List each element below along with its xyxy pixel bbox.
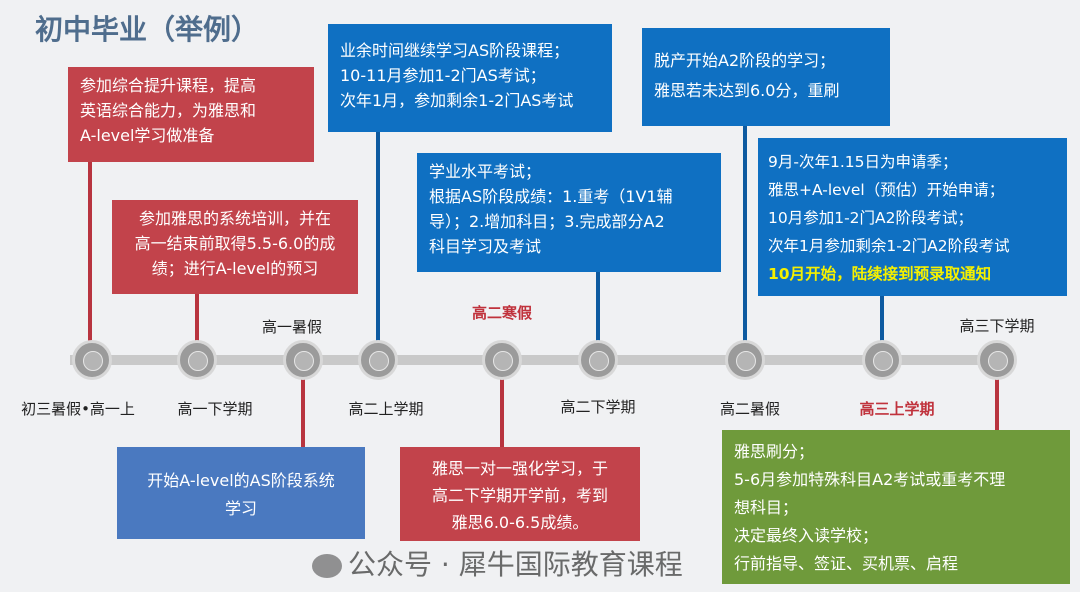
box-line: 行前指导、签证、买机票、启程 — [734, 554, 959, 573]
connector — [376, 132, 380, 360]
box-prep-course: 参加综合提升课程，提高英语综合能力，为雅思和 A-level学习做准备 — [68, 67, 314, 162]
box-line: 雅思刷分； — [734, 442, 815, 461]
connector — [195, 294, 199, 360]
box-line: 10月参加1-2门A2阶段考试； — [768, 209, 974, 227]
box-line: 想科目； — [734, 498, 799, 517]
box-line: 绩；进行A-level的预习 — [151, 259, 319, 278]
box-line: 雅思+A-level（预估）开始申请； — [768, 181, 1005, 199]
box-line: 决定最终入读学校； — [734, 526, 879, 545]
connector — [596, 272, 600, 360]
box-line: 学业水平考试； — [429, 162, 542, 181]
box-line: 参加综合提升课程，提高 — [80, 76, 257, 95]
node-label: 高二暑假 — [719, 400, 781, 418]
box-highlight-line: 10月开始，陆续接到预录取通知 — [768, 265, 992, 283]
box-line: 参加雅思的系统培训，并在 — [138, 209, 331, 228]
node-label: 高一暑假 — [261, 318, 323, 336]
node-label: 高三下学期 — [959, 317, 1035, 335]
timeline-node — [177, 340, 217, 380]
timeline-node — [725, 340, 765, 380]
box-line: 高一结束前取得5.5-6.0的成 — [134, 234, 336, 253]
box-line: A-level学习做准备 — [80, 126, 215, 145]
timeline-node — [862, 340, 902, 380]
connector — [88, 162, 92, 360]
wechat-icon — [312, 554, 342, 578]
node-label: 初三暑假•高一上 — [21, 400, 135, 418]
node-label: 高二下学期 — [560, 398, 636, 416]
box-line: 高二下学期开学前，考到 — [431, 486, 608, 505]
timeline-node — [358, 340, 398, 380]
timeline-node — [482, 340, 522, 380]
box-line: 雅思一对一强化学习，于 — [431, 459, 608, 478]
node-label: 高二寒假 — [471, 304, 533, 322]
node-label: 高二上学期 — [348, 400, 424, 418]
connector — [995, 360, 999, 430]
watermark: 公众号 · 犀牛国际教育课程 — [312, 548, 683, 582]
box-ielts-1v1: 雅思一对一强化学习，于高二下学期开学前，考到雅思6.0-6.5成绩。 — [400, 447, 640, 541]
box-final-stage: 雅思刷分； 5-6月参加特殊科目A2考试或重考不理想科目； 决定最终入读学校； 行前指… — [722, 430, 1070, 584]
box-ielts-training: 参加雅思的系统培训，并在高一结束前取得5.5-6.0的成绩；进行A-level的… — [112, 200, 358, 294]
box-line: 脱产开始A2阶段的学习； — [654, 51, 836, 70]
connector — [301, 360, 305, 447]
box-line: 英语综合能力，为雅思和 — [80, 101, 257, 120]
box-line: 科目学习及考试 — [429, 237, 542, 256]
connector — [880, 296, 884, 360]
timeline-node — [72, 340, 112, 380]
box-line: 雅思若未达到6.0分，重刷 — [654, 81, 840, 100]
box-line: 业余时间继续学习AS阶段课程； — [340, 41, 570, 60]
watermark-text: 公众号 · 犀牛国际教育课程 — [348, 548, 683, 581]
node-label: 高三上学期 — [859, 400, 935, 418]
box-line: 9月-次年1.15日为申请季； — [768, 153, 958, 171]
box-as-course: 业余时间继续学习AS阶段课程； 10-11月参加1-2门AS考试； 次年1月，参加剩… — [328, 24, 612, 132]
page-title: 初中毕业（举例） — [35, 13, 260, 46]
box-line: 10-11月参加1-2门AS考试； — [340, 66, 546, 85]
box-as-system: 开始A-level的AS阶段系统学习 — [117, 447, 365, 539]
box-line: 学习 — [224, 499, 257, 518]
box-academic-exam: 学业水平考试； 根据AS阶段成绩：1.重考（1V1辅导）；2.增加科目；3.完成部… — [417, 153, 721, 272]
box-line: 根据AS阶段成绩：1.重考（1V1辅 — [429, 187, 673, 206]
box-a2-study: 脱产开始A2阶段的学习； 雅思若未达到6.0分，重刷 — [642, 28, 890, 126]
connector — [500, 360, 504, 447]
box-line: 开始A-level的AS阶段系统 — [147, 471, 335, 490]
timeline-node — [977, 340, 1017, 380]
node-label: 高一下学期 — [177, 400, 253, 418]
box-line: 次年1月参加剩余1-2门A2阶段考试 — [768, 237, 1010, 255]
timeline-bar — [70, 355, 1000, 365]
box-application: 9月-次年1.15日为申请季； 雅思+A-level（预估）开始申请； 10月参加1… — [758, 138, 1067, 296]
box-line: 5-6月参加特殊科目A2考试或重考不理 — [734, 470, 1006, 489]
connector — [743, 126, 747, 360]
box-line: 次年1月，参加剩余1-2门AS考试 — [340, 91, 574, 110]
timeline-node — [283, 340, 323, 380]
box-line: 雅思6.0-6.5成绩。 — [451, 513, 589, 532]
timeline-node — [578, 340, 618, 380]
box-line: 导）；2.增加科目；3.完成部分A2 — [429, 212, 665, 231]
